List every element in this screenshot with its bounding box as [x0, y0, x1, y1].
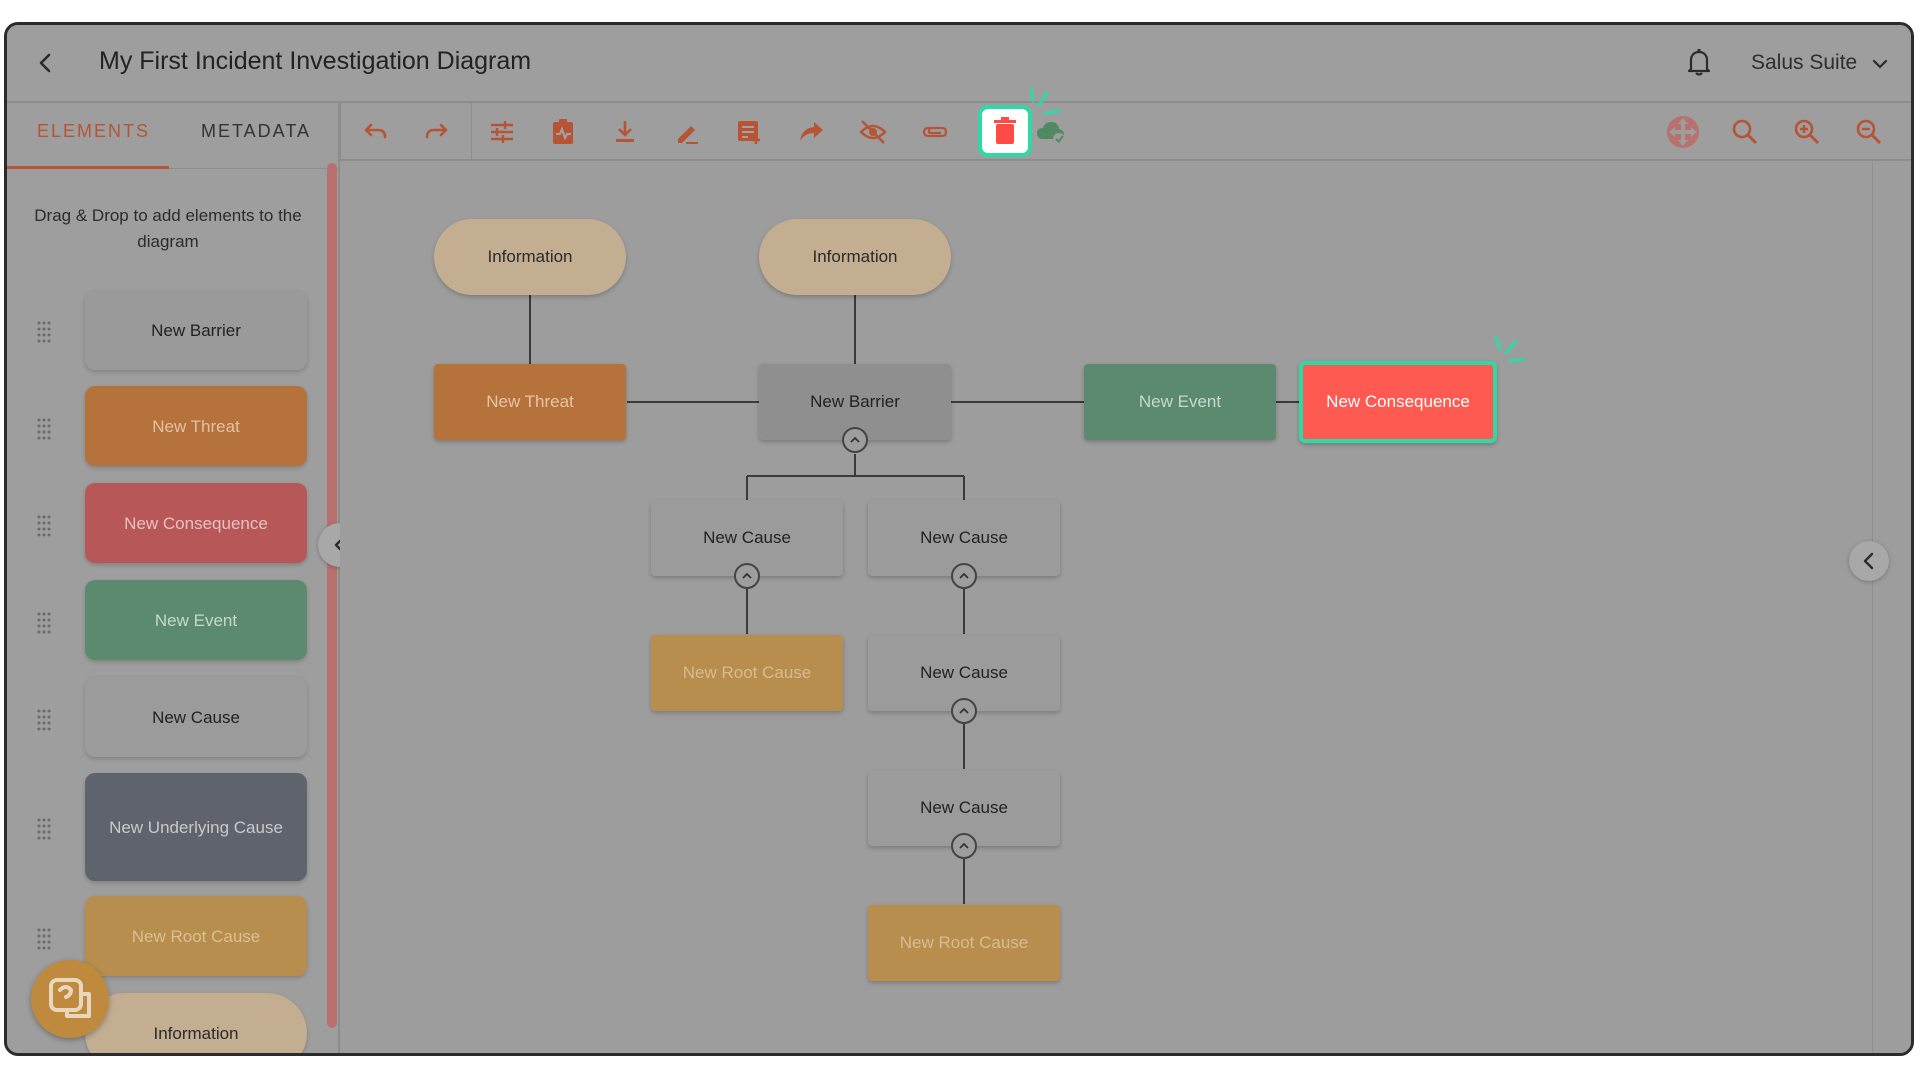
diagram-node-event[interactable]: New Event — [1084, 364, 1276, 440]
tab-elements[interactable]: ELEMENTS — [37, 121, 151, 141]
diagram-toolbar — [340, 103, 1911, 161]
share-icon[interactable] — [794, 115, 828, 149]
drag-handle-icon[interactable] — [35, 707, 53, 731]
drag-drop-hint: Drag & Drop to add elements to the diagr… — [34, 206, 302, 251]
tune-icon[interactable] — [485, 115, 519, 149]
toolbar-divider — [471, 103, 472, 161]
diagram-node-cause[interactable]: New Cause — [868, 635, 1060, 711]
top-bar: My First Incident Investigation Diagram … — [7, 25, 1911, 103]
chevron-down-icon[interactable] — [1869, 53, 1891, 75]
collapse-toggle-icon[interactable] — [951, 698, 977, 724]
pan-icon[interactable] — [1666, 115, 1700, 149]
active-tab-indicator — [7, 166, 169, 169]
download-icon[interactable] — [608, 115, 642, 149]
canvas-divider — [1872, 161, 1873, 1053]
diagram-node-root-cause[interactable]: New Root Cause — [651, 635, 843, 711]
palette-item-threat[interactable]: New Threat — [85, 386, 307, 466]
drag-handle-icon[interactable] — [35, 926, 53, 950]
palette-item-underlying-cause[interactable]: New Underlying Cause — [85, 773, 307, 881]
connector-lines — [529, 245, 1302, 904]
redo-icon[interactable] — [420, 115, 454, 149]
delete-button[interactable] — [978, 105, 1032, 157]
elements-panel: ELEMENTS METADATA Drag & Drop to add ele… — [7, 103, 340, 1053]
drag-handle-icon[interactable] — [35, 513, 53, 537]
diagram-node-consequence-selected[interactable]: New Consequence — [1299, 361, 1497, 443]
zoom-in-icon[interactable] — [1790, 115, 1824, 149]
app-window: My First Incident Investigation Diagram … — [4, 22, 1914, 1056]
highlight-sparkle-icon — [1494, 335, 1526, 363]
drag-handle-icon[interactable] — [35, 416, 53, 440]
diagram-node-information[interactable]: Information — [759, 219, 951, 295]
edit-icon[interactable] — [670, 115, 704, 149]
tabs-divider — [7, 168, 340, 169]
help-chat-button[interactable] — [31, 960, 109, 1038]
hide-icon[interactable] — [856, 115, 890, 149]
diagram-canvas[interactable]: Information Information New Threat New B… — [340, 161, 1911, 1053]
collapse-right-panel-button[interactable] — [1849, 541, 1889, 581]
collapse-toggle-icon[interactable] — [951, 563, 977, 589]
collapse-toggle-icon[interactable] — [842, 427, 868, 453]
palette-item-cause[interactable]: New Cause — [85, 677, 307, 757]
search-icon[interactable] — [1728, 115, 1762, 149]
palette-item-barrier[interactable]: New Barrier — [85, 290, 307, 370]
palette-item-root-cause[interactable]: New Root Cause — [85, 896, 307, 976]
drag-handle-icon[interactable] — [35, 319, 53, 343]
clipboard-pulse-icon[interactable] — [546, 115, 580, 149]
cloud-saved-icon — [1034, 115, 1068, 149]
undo-icon[interactable] — [358, 115, 392, 149]
add-note-icon[interactable] — [732, 115, 766, 149]
account-menu-label[interactable]: Salus Suite — [1751, 51, 1858, 74]
page-title: My First Incident Investigation Diagram — [99, 47, 532, 75]
drag-handle-icon[interactable] — [35, 816, 53, 840]
diagram-node-cause[interactable]: New Cause — [868, 500, 1060, 576]
diagram-node-cause[interactable]: New Cause — [868, 770, 1060, 846]
attachment-icon[interactable] — [918, 115, 952, 149]
tab-metadata[interactable]: METADATA — [201, 121, 311, 141]
palette-item-event[interactable]: New Event — [85, 580, 307, 660]
palette-item-information[interactable]: Information — [85, 993, 307, 1053]
collapse-toggle-icon[interactable] — [951, 833, 977, 859]
diagram-node-root-cause[interactable]: New Root Cause — [868, 905, 1060, 981]
toolbar-divider — [340, 103, 341, 161]
highlight-sparkle-icon — [1029, 87, 1061, 115]
drag-handle-icon[interactable] — [35, 610, 53, 634]
panel-scrollbar[interactable] — [327, 163, 337, 1028]
diagram-node-threat[interactable]: New Threat — [434, 364, 626, 440]
palette-item-consequence[interactable]: New Consequence — [85, 483, 307, 563]
back-icon[interactable] — [29, 47, 61, 79]
collapse-toggle-icon[interactable] — [734, 563, 760, 589]
diagram-node-information[interactable]: Information — [434, 219, 626, 295]
zoom-out-icon[interactable] — [1852, 115, 1886, 149]
notification-bell-icon[interactable] — [1682, 45, 1716, 79]
